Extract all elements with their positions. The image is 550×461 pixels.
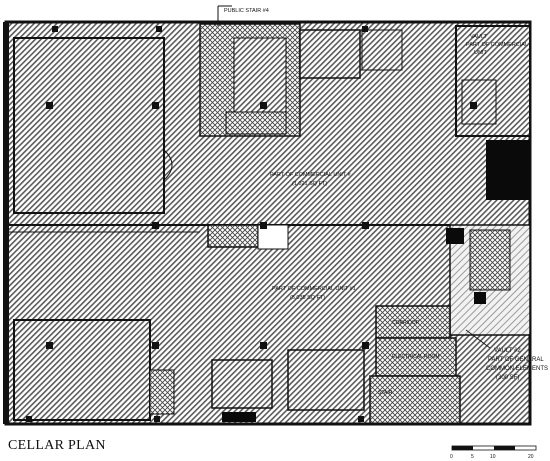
label-stair: STAIR [378, 390, 393, 396]
label-vault-2-2: PART OF GENERAL [488, 357, 544, 363]
label-electrical-room: ELECTRICAL ROOM [392, 354, 440, 360]
stair-landing [225, 111, 287, 135]
scale-tick-0: 0 [450, 454, 453, 460]
corridor-room [375, 305, 451, 339]
label-corridor: CORRIDOR [392, 320, 420, 326]
label-unit-lower-2: (5,035 SQ FT) [290, 295, 325, 301]
mechanical-block-dark [486, 140, 530, 200]
room-upper-middle [299, 29, 361, 79]
dark-column-2 [474, 292, 486, 304]
scale-tick-1: 5 [471, 454, 474, 460]
plan-title: CELLAR PLAN [8, 438, 106, 453]
stair-lower-left [149, 369, 175, 415]
label-vault-upper-3: UNIT [474, 50, 487, 56]
scale-bar: 0 5 10 20 [450, 445, 537, 460]
room-lower-center-2 [287, 349, 365, 411]
label-vault-2-3: COMMON ELEMENTS [486, 366, 548, 372]
stair-lower-center [207, 224, 259, 248]
room-lower-center [211, 359, 273, 409]
stair-core [233, 37, 287, 123]
label-vault-2-1: VAULT #2 [494, 348, 521, 354]
label-vault-2-4: (300 SF) [496, 375, 519, 381]
label-vault-upper-2: PART OF COMMERCIAL [466, 42, 528, 48]
scale-tick-2: 10 [490, 454, 496, 460]
label-public-stair: PUBLIC STAIR #4 [224, 8, 269, 14]
room-upper-left [13, 37, 165, 214]
vault-upper-stair [461, 79, 497, 125]
dark-column [446, 228, 464, 244]
label-unit-lower-1: PART OF COMMERCIAL UNIT #1 [272, 286, 356, 292]
dark-block-bottom [222, 412, 256, 422]
electrical-room [375, 337, 457, 377]
door-swing-upper-left [163, 149, 173, 181]
structural-columns [26, 26, 477, 422]
label-unit-upper-2: (1,021 SQ FT) [292, 181, 327, 187]
label-unit-upper-1: PART OF COMMERCIAL UNIT # [270, 172, 352, 178]
room-lower-left [13, 319, 151, 421]
label-vault-upper-1: VAULT [470, 34, 488, 40]
scale-tick-3: 20 [528, 454, 534, 460]
vault-2-core [469, 229, 511, 291]
plan-labels: PUBLIC STAIR #4 PART OF COMMERCIAL UNIT … [224, 8, 548, 396]
stair-lower-right [369, 375, 461, 425]
room-upper-notch [361, 29, 403, 71]
vault-2-leader [465, 329, 491, 349]
